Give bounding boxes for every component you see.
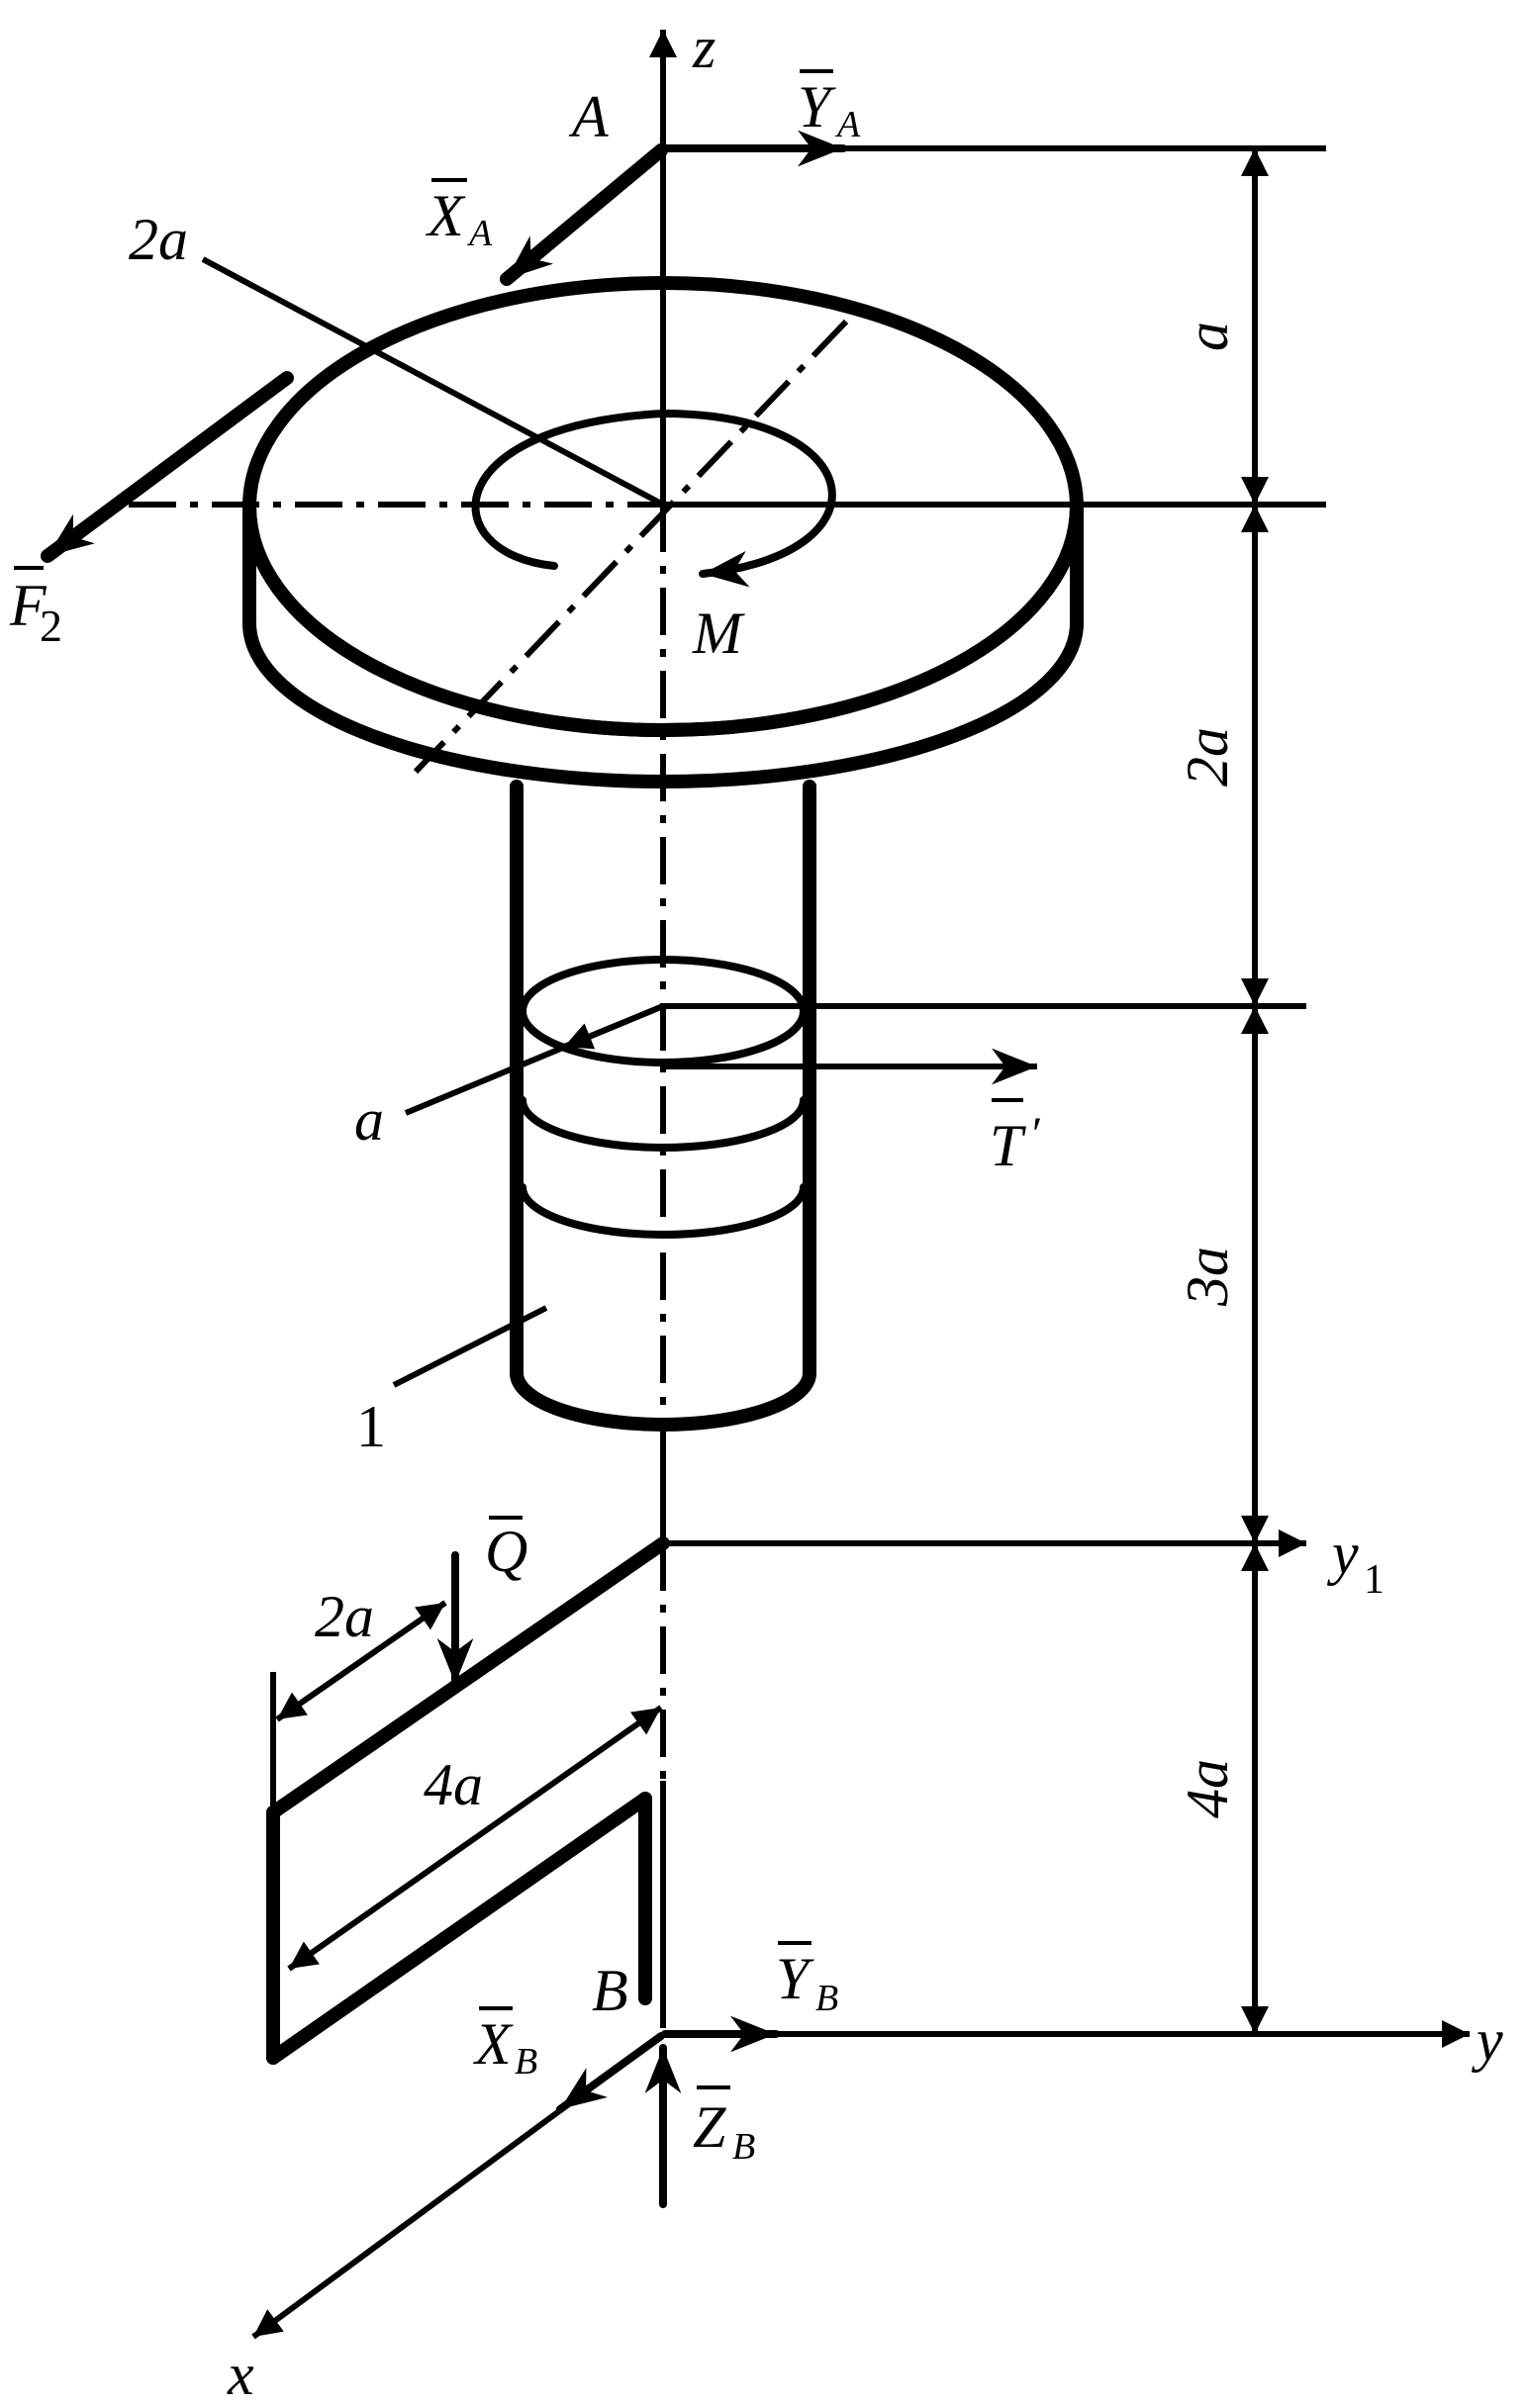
svg-text:2: 2 <box>40 601 62 651</box>
force-xb-label: X B <box>473 2006 537 2083</box>
radius-leader-2a <box>201 256 665 508</box>
svg-text:A: A <box>834 104 861 145</box>
plate-width-dim <box>275 1600 447 1722</box>
moment-label: M <box>692 601 745 666</box>
svg-text:Q: Q <box>485 1519 527 1584</box>
dim-4a-label: 4a <box>1175 1759 1240 1818</box>
force-zb-label: Z B <box>693 2085 755 2168</box>
force-xa-arrow <box>500 143 668 286</box>
axis-x <box>251 2033 663 2340</box>
plate-width-label: 2a <box>315 1584 374 1649</box>
svg-text:B: B <box>515 2041 537 2083</box>
svg-text:B: B <box>732 2126 755 2168</box>
moment-arrow <box>471 410 836 588</box>
axis-y1-label: y 1 <box>1326 1521 1384 1603</box>
svg-text:Y: Y <box>776 1946 814 2011</box>
part-1-label: 1 <box>356 1394 386 1459</box>
dim-3a-label: 3a <box>1175 1247 1240 1307</box>
dim-2a-label: 2a <box>1175 727 1240 787</box>
disk-radius-label: 2a <box>129 207 188 272</box>
svg-text:A: A <box>466 213 493 254</box>
point-a-label: A <box>568 84 609 149</box>
svg-text:F: F <box>9 573 48 638</box>
svg-text:X: X <box>473 2011 514 2077</box>
force-q-label: Q <box>485 1516 527 1584</box>
plate-length-label: 4a <box>424 1752 483 1817</box>
point-b-label: B <box>592 1958 628 2023</box>
plate-length-dim <box>287 1705 663 1972</box>
force-f2-arrow <box>41 371 294 563</box>
disk-centerline-diagonal <box>413 319 849 775</box>
force-yb-label: Y B <box>776 1941 838 2019</box>
svg-text:Y: Y <box>798 74 836 139</box>
axis-y-label: y <box>1471 2007 1503 2073</box>
svg-text:′: ′ <box>1029 1108 1041 1160</box>
part-1-leader <box>392 1305 548 1388</box>
svg-text:1: 1 <box>1364 1557 1384 1603</box>
axis-x-label: x <box>227 2342 254 2407</box>
force-xa-label: X A <box>426 178 493 254</box>
svg-text:y: y <box>1326 1521 1359 1586</box>
pulley-radius-label: a <box>354 1087 384 1153</box>
svg-text:T: T <box>990 1113 1026 1178</box>
dim-a-label: a <box>1175 322 1240 351</box>
svg-text:Z: Z <box>693 2094 726 2160</box>
svg-text:B: B <box>815 1978 838 2019</box>
force-ya-label: Y A <box>798 69 861 145</box>
force-tp-label: T ′ <box>990 1098 1041 1178</box>
shaft <box>510 780 816 1432</box>
z-axis-label: z <box>692 15 716 80</box>
svg-text:X: X <box>426 183 466 248</box>
force-f2-label: F 2 <box>9 566 62 651</box>
pulley-radius-arrow <box>562 1003 665 1050</box>
